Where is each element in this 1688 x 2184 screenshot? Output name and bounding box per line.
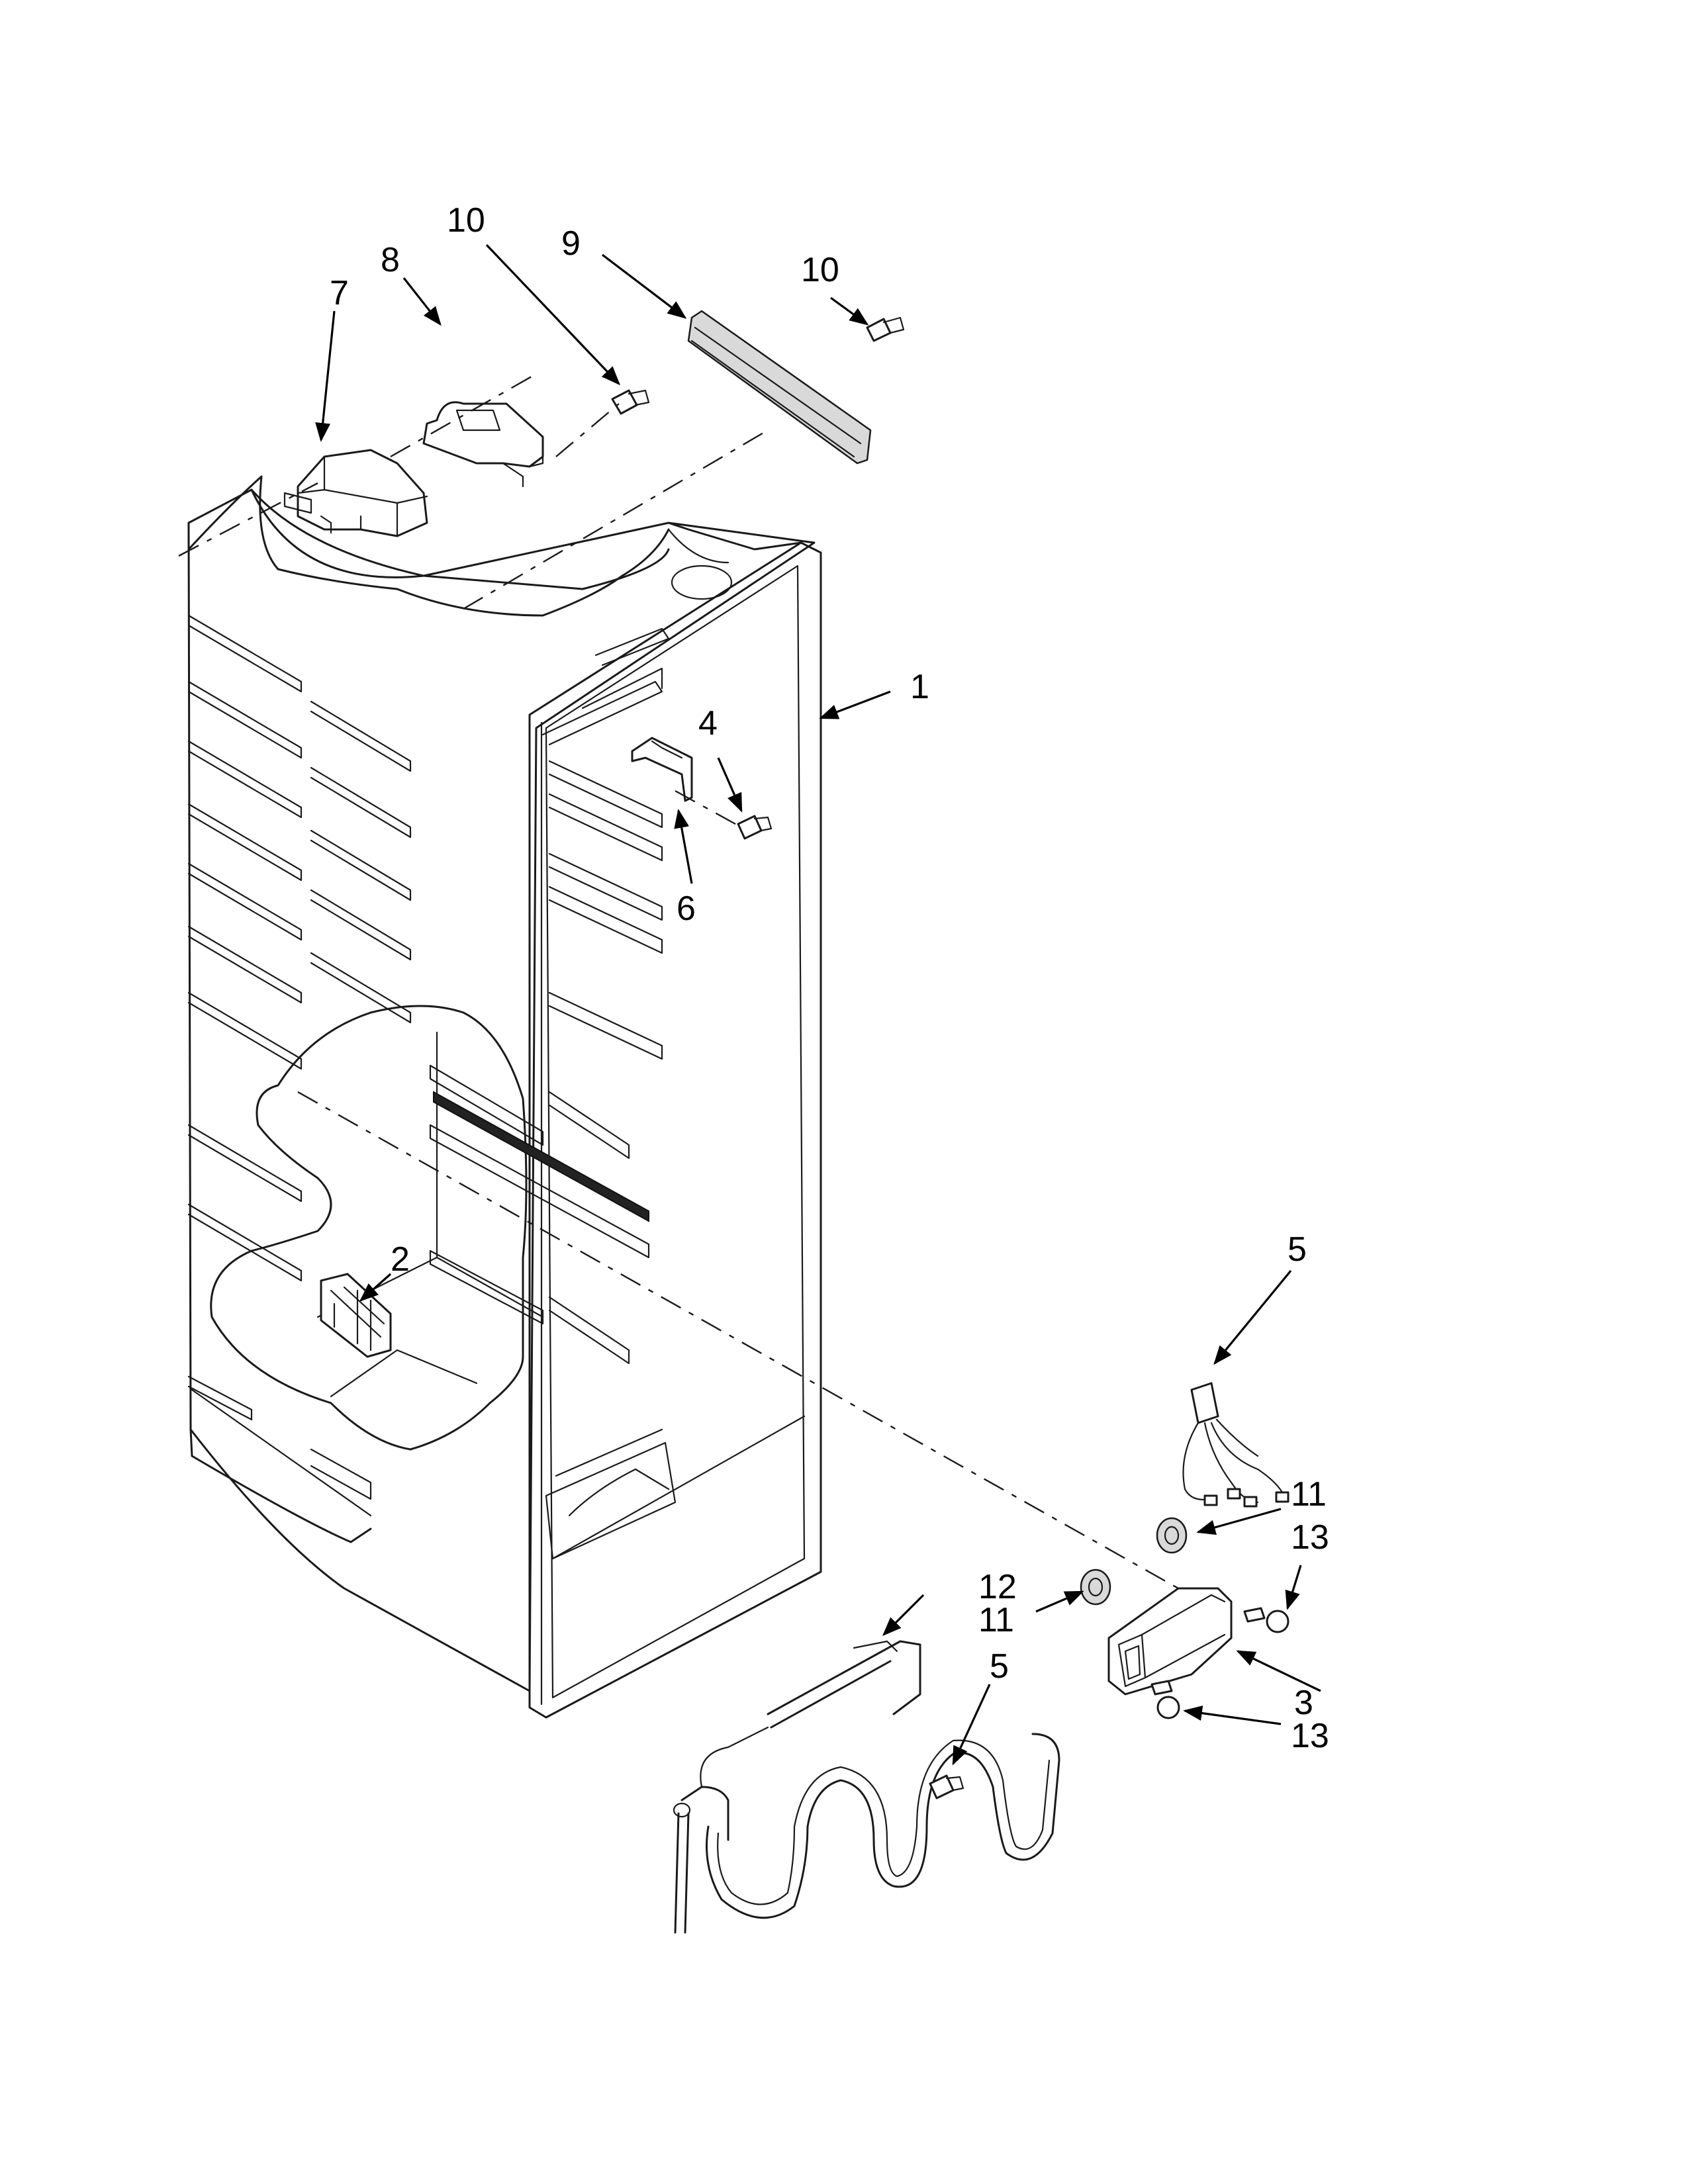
- control-housing: [283, 449, 428, 537]
- side-bracket: [631, 737, 693, 802]
- grommet-11-upper: [1156, 1517, 1188, 1554]
- callout-numbers: 1 2 3 4 5 5 6 7 8 9 10 10 11 11 12 13 13: [330, 201, 1329, 1755]
- callout-10-left: 10: [447, 201, 485, 240]
- liner-cutaway-view: [210, 1005, 650, 1451]
- vent-grille: [320, 1273, 392, 1358]
- assembly-alignment-lines: [178, 373, 1179, 1590]
- refrigerator-liner: [187, 475, 822, 1719]
- callout-5-upper: 5: [1288, 1230, 1307, 1269]
- callout-12: 12: [978, 1568, 1017, 1606]
- top-rail: [687, 310, 872, 465]
- callout-13-lower: 13: [1291, 1717, 1329, 1755]
- callout-10-right: 10: [801, 251, 839, 289]
- callout-5-lower: 5: [990, 1647, 1009, 1686]
- screw-5: [929, 1774, 964, 1799]
- callout-11-upper: 11: [1291, 1475, 1327, 1514]
- pin-13-upper: [1243, 1607, 1289, 1633]
- screw-10-left: [611, 389, 650, 415]
- callout-11-lower: 11: [978, 1601, 1014, 1639]
- mounting-bracket: [422, 401, 544, 488]
- light-housing: [1107, 1587, 1233, 1696]
- grommet-11-lower: [1080, 1569, 1111, 1606]
- callout-8: 8: [381, 241, 400, 279]
- callout-2: 2: [391, 1240, 410, 1279]
- right-wall-shelf-rails: [541, 627, 670, 1365]
- callout-1: 1: [910, 668, 929, 706]
- screw-10-right: [866, 316, 905, 342]
- callout-4: 4: [698, 704, 718, 743]
- callout-6: 6: [677, 889, 696, 928]
- evaporator-heater-coil: [673, 1640, 1060, 1934]
- left-wall-shelf-rails: [187, 614, 412, 1500]
- callout-3: 3: [1294, 1684, 1313, 1722]
- callout-9: 9: [561, 224, 581, 263]
- callout-13-upper: 13: [1291, 1518, 1329, 1557]
- screw-4: [737, 815, 773, 840]
- wire-harness: [1182, 1382, 1289, 1508]
- pin-13-lower: [1150, 1680, 1180, 1719]
- callout-leader-arrows: [315, 244, 1321, 1766]
- callout-7: 7: [330, 274, 349, 312]
